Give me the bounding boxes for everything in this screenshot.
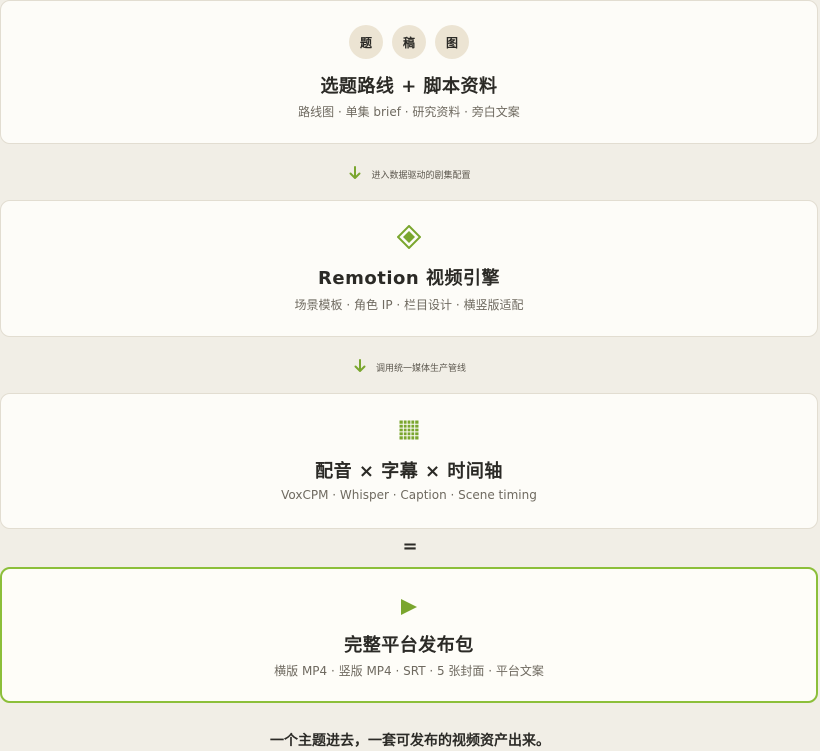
- arrow-down-icon: [354, 358, 366, 376]
- stage-card-topic-script: 题 稿 图 选题路线 + 脚本资料 路线图 · 单集 brief · 研究资料 …: [0, 0, 818, 144]
- connector-2: 调用统一媒体生产管线: [0, 358, 820, 376]
- stage-title: 选题路线 + 脚本资料: [320, 76, 498, 97]
- diamond-icon: [1, 225, 817, 249]
- badge-map: 图: [435, 25, 469, 59]
- stage-title: Remotion 视频引擎: [318, 268, 500, 289]
- summary-tagline: 一个主题进去，一套可发布的视频资产出来。: [270, 733, 550, 749]
- stage-card-publish-package: 完整平台发布包 横版 MP4 · 竖版 MP4 · SRT · 5 张封面 · …: [0, 567, 818, 703]
- stage-card-audio-caption: 配音 × 字幕 × 时间轴 VoxCPM · Whisper · Caption…: [0, 393, 818, 529]
- play-icon: [2, 597, 816, 617]
- stage-subtitle: 横版 MP4 · 竖版 MP4 · SRT · 5 张封面 · 平台文案: [274, 664, 544, 678]
- equals-sign: =: [402, 536, 418, 557]
- stage-title: 完整平台发布包: [344, 635, 474, 656]
- badge-topic: 题: [349, 25, 383, 59]
- stage-subtitle: VoxCPM · Whisper · Caption · Scene timin…: [281, 488, 537, 502]
- connector-label: 进入数据驱动的剧集配置: [371, 170, 471, 181]
- stage-subtitle: 场景模板 · 角色 IP · 栏目设计 · 横竖版适配: [294, 298, 524, 312]
- stage-subtitle: 路线图 · 单集 brief · 研究资料 · 旁白文案: [298, 105, 520, 119]
- badge-row: 题 稿 图: [1, 25, 817, 59]
- arrow-down-icon: [349, 165, 361, 183]
- connector-1: 进入数据驱动的剧集配置: [0, 165, 820, 183]
- connector-label: 调用统一媒体生产管线: [375, 363, 466, 374]
- stage-title: 配音 × 字幕 × 时间轴: [315, 461, 503, 482]
- badge-draft: 稿: [392, 25, 426, 59]
- stage-card-remotion-engine: Remotion 视频引擎 场景模板 · 角色 IP · 栏目设计 · 横竖版适…: [0, 200, 818, 337]
- grid-icon: [1, 420, 817, 440]
